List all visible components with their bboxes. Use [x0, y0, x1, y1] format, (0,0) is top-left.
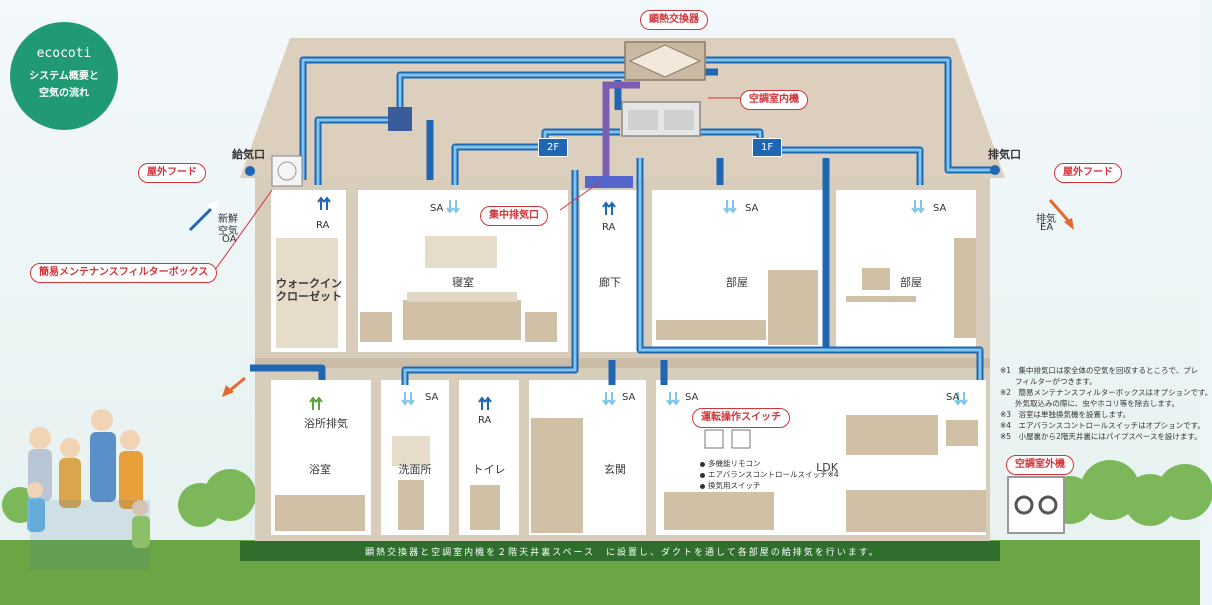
badge-line1: システム概要と [29, 71, 99, 82]
note-3: ※3 浴室は単独換気機を設置します。 [1000, 410, 1131, 419]
oa-line3: OA [222, 234, 237, 245]
note-2b: 外気取込みの際に、虫やホコリ等を除去します。 [1000, 399, 1180, 408]
room-bedroom: 寝室 [452, 276, 474, 289]
room-ldk: LDK [816, 461, 838, 474]
callout-filter-box: 簡易メンテナンスフィルターボックス [30, 263, 218, 283]
floor-tag-1f: 1F [752, 138, 783, 157]
sa-entrance: SA [622, 392, 636, 403]
sa-bedroom: SA [430, 203, 444, 214]
supply-port-icon [245, 166, 255, 176]
room-entrance: 玄関 [604, 463, 626, 476]
oa-line1: 新鮮 [218, 214, 238, 225]
room-hallway: 廊下 [599, 276, 621, 289]
ra-hallway: RA [602, 222, 616, 233]
callout-hood-right: 屋外フード [1054, 163, 1122, 183]
room-closet-line1: ウォークイン [276, 277, 342, 290]
ground-caption: 顕熱交換器と空調室内機を２階天井裏スペース に設置し、ダクトを通して各部屋の給排… [365, 548, 880, 558]
floor-tag-2f: 2F [538, 138, 569, 157]
sa-ldk-left: SA [685, 392, 699, 403]
callout-heat-exchanger: 顕熱交換器 [640, 10, 708, 30]
room-a: 部屋 [726, 276, 748, 289]
callout-central-exhaust: 集中排気口 [480, 206, 548, 226]
sa-room-a: SA [745, 203, 759, 214]
filter-box-icon [271, 155, 303, 187]
sa-ldk-right: SA [946, 392, 960, 403]
return-ducts [301, 58, 995, 385]
note-4: ※4 エアバランスコントロールスイッチはオプションです。 [1000, 421, 1205, 430]
switch-item-1: 多機能リモコン [708, 459, 761, 468]
note-1: ※1 集中排気口は家全体の空気を回収するところで、プレ [1000, 366, 1199, 375]
note-5: ※5 小屋裏から2階天井裏にはパイプスペースを設けます。 [1000, 432, 1202, 441]
note-2: ※2 簡易メンテナンスフィルターボックスはオプションです。 [1000, 388, 1212, 397]
ea-line2: EA [1040, 222, 1054, 233]
callout-switch: 運転操作スイッチ [692, 408, 790, 428]
exhaust-duct [602, 81, 640, 180]
switch-item-2: エアバランスコントロールスイッチ※4 [708, 470, 839, 479]
exhaust-port-icon [990, 165, 1000, 175]
ra-closet: RA [316, 220, 330, 231]
room-bathroom: 浴室 [309, 463, 331, 476]
switch-bullet-2 [700, 473, 705, 478]
ea-line1: 排気 [1036, 214, 1056, 225]
ecocoti-badge: ecocoti システム概要と 空気の流れ [10, 22, 118, 130]
room-toilet: トイレ [472, 463, 506, 476]
oa-line2: 空気 [218, 226, 238, 237]
ra-toilet: RA [478, 415, 492, 426]
exhaust-port-label: 排気口 [988, 148, 1021, 161]
central-exhaust-grille [585, 176, 633, 188]
sa-washroom: SA [425, 392, 439, 403]
room-bath-exhaust: 浴所排気 [304, 417, 348, 430]
damper-box [388, 107, 412, 131]
callout-indoor-unit: 空調室内機 [740, 90, 808, 110]
room-b: 部屋 [900, 276, 922, 289]
switch-bullet-3 [700, 484, 705, 489]
callout-outdoor-unit: 空調室外機 [1006, 455, 1074, 475]
switch-item-3: 換気用スイッチ [708, 481, 761, 490]
switch-bullet-1 [700, 462, 705, 467]
callout-hood-left: 屋外フード [138, 163, 206, 183]
sa-room-b: SA [933, 203, 947, 214]
supply-port-label: 給気口 [232, 148, 265, 161]
family-figures [27, 409, 150, 570]
badge-line2: 空気の流れ [39, 88, 89, 99]
room-washroom: 洗面所 [398, 463, 432, 476]
note-1b: フィルターがつきます。 [1000, 377, 1097, 386]
badge-brand: ecocoti [36, 46, 92, 61]
room-closet-line2: クローゼット [276, 290, 342, 303]
